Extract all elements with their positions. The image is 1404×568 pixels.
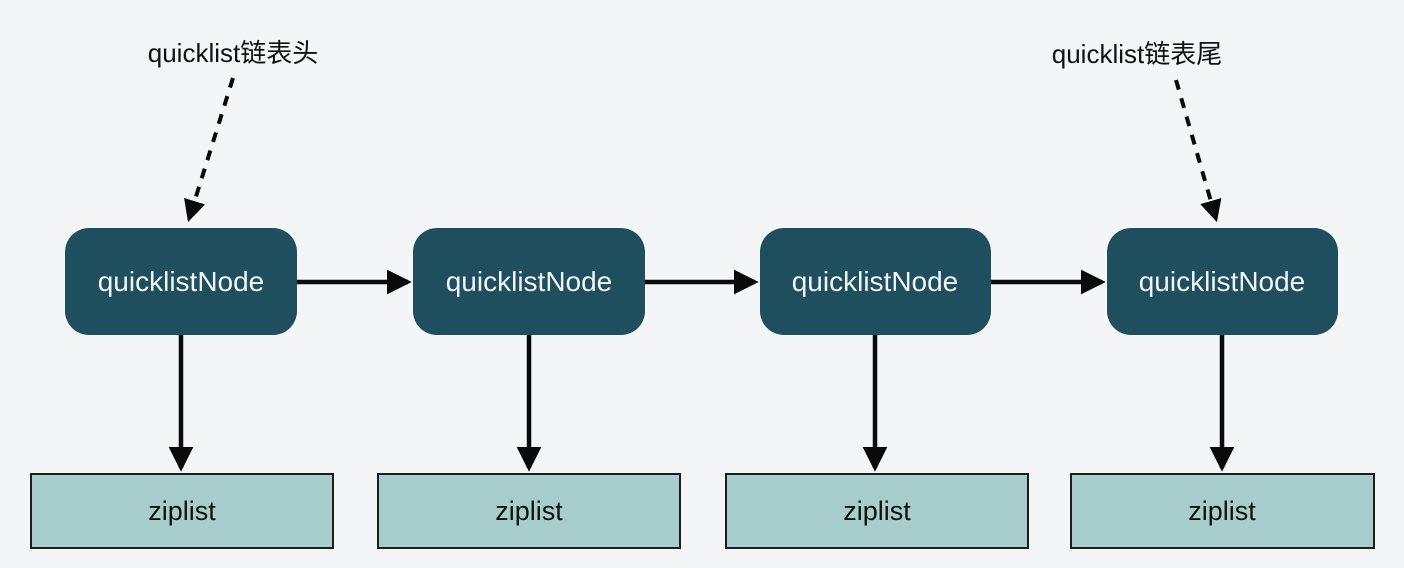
quicklistnode-0: quicklistNode bbox=[65, 228, 297, 335]
ziplist-box bbox=[377, 473, 681, 549]
ziplist-1: ziplist bbox=[377, 473, 681, 549]
quicklistnode-2: quicklistNode bbox=[760, 228, 991, 335]
quicklistnode-label: quicklistNode bbox=[98, 266, 265, 297]
quicklistnode-1: quicklistNode bbox=[413, 228, 645, 335]
quicklistnode-box bbox=[65, 228, 297, 335]
ziplist-label: ziplist bbox=[148, 496, 216, 526]
quicklistnode-box bbox=[1107, 228, 1338, 335]
ziplist-label: ziplist bbox=[843, 496, 911, 526]
quicklistnode-label: quicklistNode bbox=[446, 266, 613, 297]
ziplist-label: ziplist bbox=[1188, 496, 1256, 526]
quicklistnode-label: quicklistNode bbox=[792, 266, 959, 297]
quicklistnode-3: quicklistNode bbox=[1107, 228, 1338, 335]
ziplist-0: ziplist bbox=[30, 473, 334, 549]
quicklistnode-label: quicklistNode bbox=[1139, 266, 1306, 297]
quicklistnode-box bbox=[413, 228, 645, 335]
head-label: quicklist链表头 bbox=[148, 38, 318, 68]
ziplist-3: ziplist bbox=[1070, 473, 1375, 549]
ziplist-2: ziplist bbox=[725, 473, 1029, 549]
head-pointer-dashed-arrow bbox=[184, 77, 235, 223]
ziplist-box bbox=[1070, 473, 1375, 549]
ziplist-box bbox=[725, 473, 1029, 549]
quicklistnode-box bbox=[760, 228, 991, 335]
ziplist-label: ziplist bbox=[495, 496, 563, 526]
tail-label: quicklist链表尾 bbox=[1052, 39, 1222, 69]
tail-pointer-dashed-arrow bbox=[1174, 79, 1222, 223]
ziplist-box bbox=[30, 473, 334, 549]
